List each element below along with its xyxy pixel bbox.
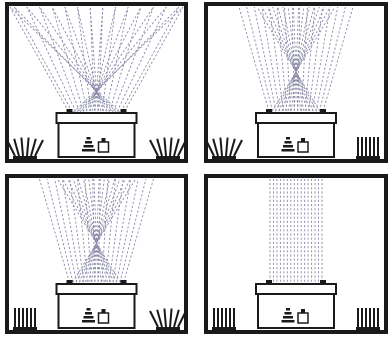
emitter-base — [156, 156, 180, 159]
central-device — [256, 109, 336, 157]
device-box-cap — [102, 309, 106, 313]
device-box — [298, 142, 308, 152]
device-stack-bar — [85, 312, 92, 315]
device-box-cap — [301, 138, 305, 142]
device-stack-bar — [87, 308, 91, 311]
device-body — [59, 123, 135, 157]
device-stack-bar — [283, 145, 293, 148]
device-stack-bar — [285, 312, 292, 315]
device-tab — [121, 109, 127, 113]
device-tab — [320, 280, 326, 284]
device-stack-bar — [285, 141, 292, 144]
device-tab — [266, 280, 272, 284]
central-device — [57, 109, 137, 157]
device-stack-bar — [82, 320, 95, 323]
device-stack-bar — [85, 141, 92, 144]
emitter-base — [212, 327, 236, 330]
device-stack-bar — [283, 316, 293, 319]
emitter-base — [13, 327, 37, 330]
device-lid — [256, 284, 336, 294]
device-box — [99, 313, 109, 323]
device-tab — [121, 280, 127, 284]
device-stack-bar — [87, 137, 91, 140]
device-stack-bar — [286, 137, 290, 140]
device-box-cap — [301, 309, 305, 313]
device-stack-bar — [282, 149, 295, 152]
device-stack-bar — [84, 316, 94, 319]
panel-top-right — [206, 4, 386, 161]
emitter-base — [13, 156, 37, 159]
device-tab — [67, 109, 73, 113]
device-box — [298, 313, 308, 323]
device-body — [258, 123, 334, 157]
panel-top-left — [7, 4, 186, 161]
emitter-base — [156, 327, 180, 330]
device-stack-bar — [84, 145, 94, 148]
device-stack-bar — [286, 308, 290, 311]
device-lid — [57, 284, 137, 294]
emitter-base — [356, 156, 380, 159]
device-box — [99, 142, 109, 152]
device-tab — [67, 280, 73, 284]
emitter-base — [356, 327, 380, 330]
device-box-cap — [102, 138, 106, 142]
device-tab — [266, 109, 272, 113]
device-stack-bar — [282, 320, 295, 323]
device-lid — [256, 113, 336, 123]
device-body — [258, 294, 334, 328]
panel-bottom-right — [206, 176, 386, 332]
device-tab — [320, 109, 326, 113]
central-device — [57, 280, 137, 328]
device-lid — [57, 113, 137, 123]
device-stack-bar — [82, 149, 95, 152]
device-body — [59, 294, 135, 328]
panel-bottom-left — [7, 176, 186, 332]
central-device — [256, 280, 336, 328]
emitter-base — [212, 156, 236, 159]
